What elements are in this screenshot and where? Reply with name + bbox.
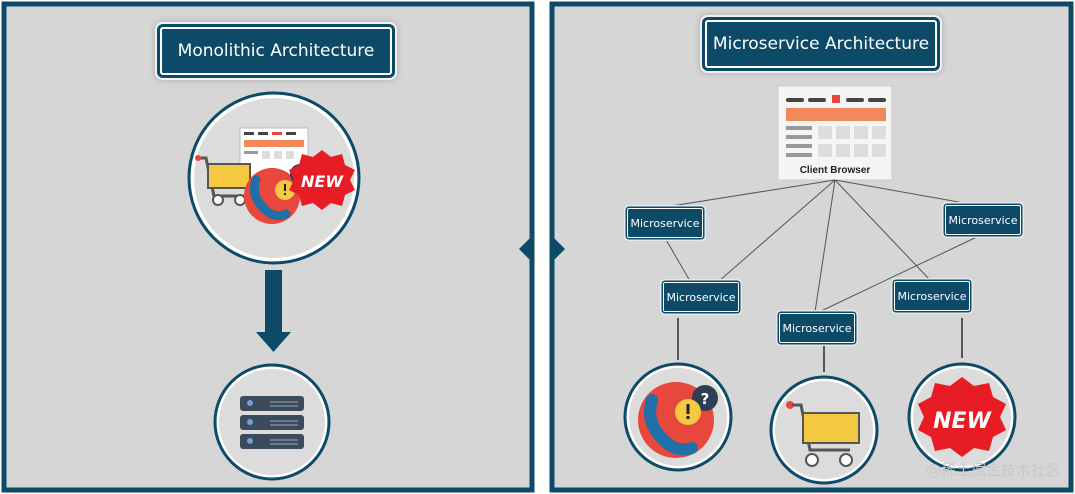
- monolithic-title: Monolithic Architecture: [160, 27, 392, 75]
- service-links: [677, 318, 963, 372]
- client-browser-label: Client Browser: [799, 165, 871, 176]
- microservice-box-4: Microservice: [894, 281, 970, 311]
- left-new-badge-text: NEW: [301, 172, 344, 191]
- divider-right-arrow: [552, 236, 565, 262]
- svg-text:?: ?: [701, 390, 710, 408]
- cart-service-icon: [769, 375, 879, 485]
- monolith-app-icon: NEW: [187, 91, 361, 265]
- divider-left-arrow: [519, 236, 532, 262]
- down-arrow: [256, 270, 291, 352]
- right-new-badge-text: NEW: [933, 409, 992, 434]
- new-service-icon: NEW: [907, 362, 1017, 472]
- microservice-box-1: Microservice: [627, 208, 703, 238]
- connector-lines: [664, 179, 982, 313]
- microservice-box-2: Microservice: [945, 205, 1021, 235]
- microservice-box-3: Microservice: [663, 282, 739, 312]
- client-browser-icon: [777, 85, 893, 181]
- watermark: @稀土掘金技术社区: [925, 461, 1061, 479]
- database-server-icon: [213, 363, 331, 481]
- microservice-title: Microservice Architecture: [705, 20, 937, 68]
- microservice-box-5: Microservice: [779, 313, 855, 343]
- phone-service-icon: ?: [623, 362, 733, 472]
